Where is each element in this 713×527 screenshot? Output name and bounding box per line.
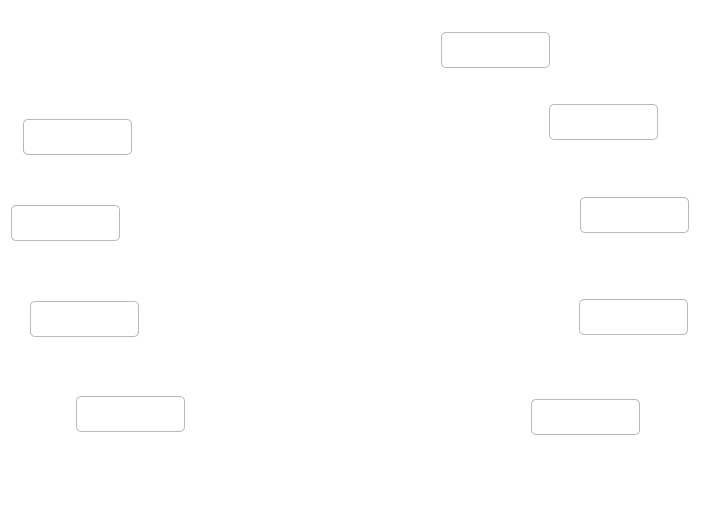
label-box-bottom-right[interactable]: [531, 399, 640, 435]
label-box-right-2[interactable]: [580, 197, 689, 233]
label-box-left-2[interactable]: [11, 205, 120, 241]
label-box-left-3[interactable]: [30, 301, 139, 337]
label-box-bottom-left[interactable]: [76, 396, 185, 432]
label-box-right-1[interactable]: [549, 104, 658, 140]
label-box-right-3[interactable]: [579, 299, 688, 335]
label-box-top-right[interactable]: [441, 32, 550, 68]
label-box-left-1[interactable]: [23, 119, 132, 155]
